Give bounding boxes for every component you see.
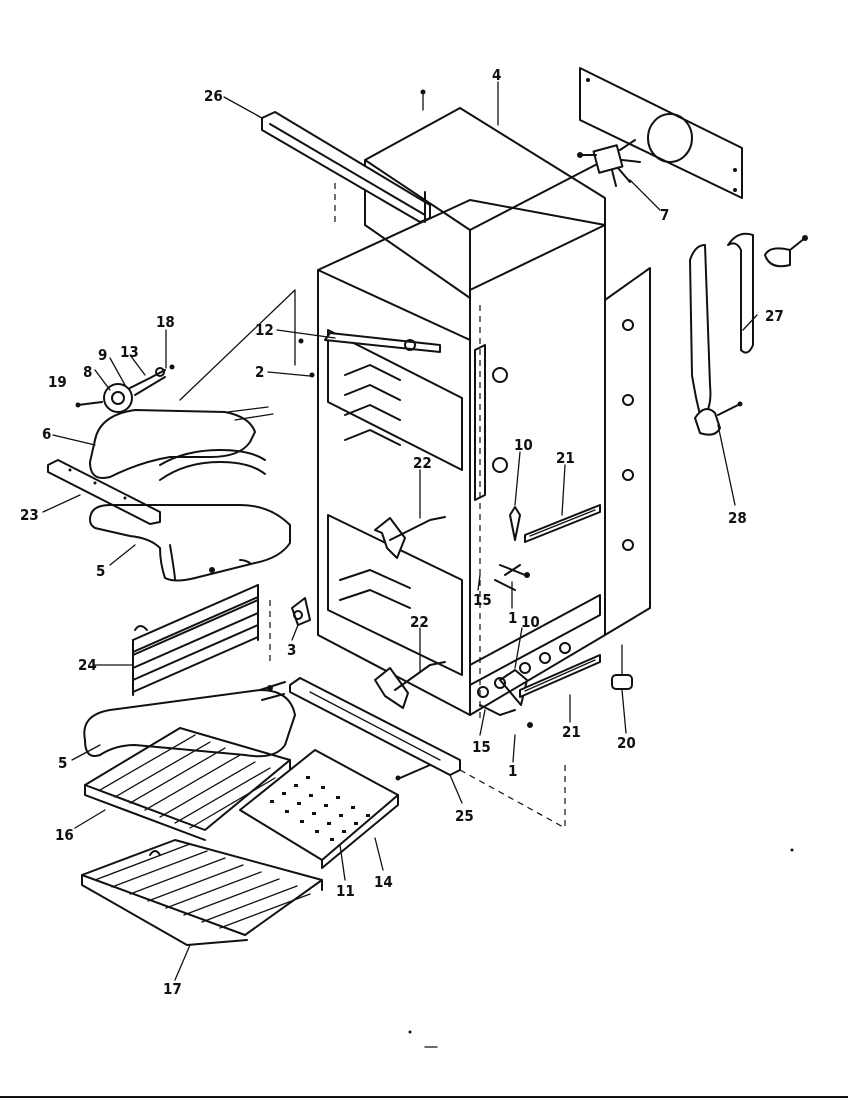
left-side-panel [179, 289, 315, 401]
rack-24 [132, 584, 259, 696]
callout-21b: 21 [562, 723, 581, 741]
callout-17: 17 [163, 980, 182, 998]
callout-13: 13 [120, 343, 139, 361]
callout-28: 28 [728, 509, 747, 527]
small-brackets [291, 506, 533, 728]
callout-12: 12 [255, 321, 274, 339]
oven-rack-16 [84, 727, 291, 841]
callout-15b: 15 [472, 738, 491, 756]
callout-6: 6 [42, 425, 51, 443]
callout-20: 20 [617, 734, 636, 752]
callout-10a: 10 [514, 436, 533, 454]
callout-23: 23 [20, 506, 39, 524]
callout-19: 19 [48, 373, 67, 391]
callout-22a: 22 [413, 454, 432, 472]
rail-23 [47, 459, 161, 525]
callout-14: 14 [374, 873, 393, 891]
rear-panel [579, 67, 743, 199]
vent-hose [689, 232, 808, 436]
callout-labels: 26 4 7 27 28 18 12 9 13 8 19 2 6 23 5 22… [20, 66, 784, 998]
callout-18: 18 [156, 313, 175, 331]
callout-26: 26 [204, 87, 223, 105]
door-hinges [374, 516, 446, 709]
callout-2: 2 [255, 363, 264, 381]
speck-mark [408, 1030, 412, 1034]
callout-3: 3 [287, 641, 296, 659]
callout-15a: 15 [473, 591, 492, 609]
callout-21a: 21 [556, 449, 575, 467]
callout-8: 8 [83, 363, 92, 381]
callout-1b: 1 [508, 762, 517, 780]
callout-1a: 1 [508, 609, 517, 627]
thermostat-assembly [75, 364, 175, 413]
callout-7: 7 [660, 206, 669, 224]
callout-24: 24 [78, 656, 97, 674]
leader-lines [42, 81, 758, 981]
kick-plate [289, 677, 566, 829]
callout-9: 9 [98, 346, 107, 364]
bake-element-lower [83, 681, 296, 758]
callout-4: 4 [492, 66, 501, 84]
callout-22b: 22 [410, 613, 429, 631]
callout-25: 25 [455, 807, 474, 825]
callout-10b: 10 [521, 613, 540, 631]
heater-strips [519, 504, 601, 698]
callout-11: 11 [336, 882, 355, 900]
speck-mark [790, 848, 794, 852]
fan-motor [577, 139, 641, 187]
oven-rack-17 [81, 839, 323, 946]
callout-27: 27 [765, 307, 784, 325]
broil-pan [239, 749, 399, 869]
bracket-12 [324, 332, 441, 353]
callout-5a: 5 [96, 562, 105, 580]
broil-element [89, 406, 274, 481]
leveling-foot [611, 644, 633, 690]
callout-5b: 5 [58, 754, 67, 772]
callout-16: 16 [55, 826, 74, 844]
cabinet-body [269, 199, 651, 720]
bake-element-upper [89, 504, 291, 582]
